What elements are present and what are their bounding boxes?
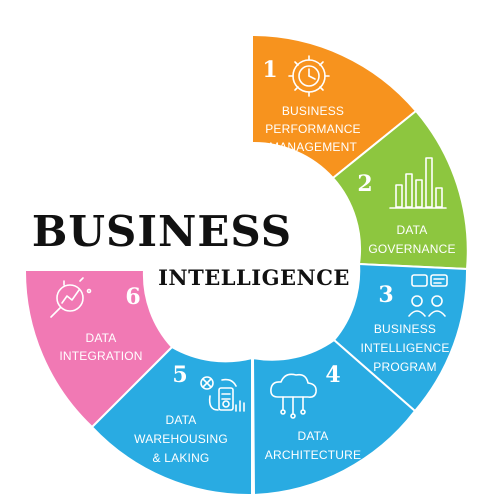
- segment-data-architecture: 4 DATA ARCHITECTURE: [251, 338, 417, 497]
- segment-number: 5: [172, 362, 187, 388]
- diagram-subtitle: INTELLIGENCE: [158, 265, 350, 290]
- bar-chart-icon: [389, 157, 447, 209]
- cloud-network-icon: [270, 373, 317, 419]
- people-chat-icon: [408, 274, 448, 317]
- segment-label-line: INTEGRATION: [59, 349, 142, 363]
- segment-number: 3: [378, 282, 393, 308]
- segment-data-governance: 2 DATA GOVERNANCE: [331, 109, 469, 271]
- magnifier-chart-icon: [50, 277, 92, 318]
- segment-number: 6: [125, 284, 140, 310]
- segment-label-line: ARCHITECTURE: [265, 448, 361, 462]
- segment-label-line: PERFORMANCE: [265, 122, 361, 136]
- segment-label-line: MANAGEMENT: [269, 140, 357, 154]
- segment-business-performance-management: 1 BUSINESS PERFORMANCE MANAGEMENT: [251, 33, 418, 180]
- segment-number: 1: [262, 57, 277, 83]
- segment-business-intelligence-program: 3 BUSINESS INTELLIGENCE PROGRAM: [332, 262, 469, 413]
- segment-label-line: WAREHOUSING: [134, 432, 228, 446]
- segment-label-line: DATA: [165, 413, 196, 427]
- segment-data-integration: 6 DATA INTEGRATION: [23, 269, 174, 429]
- segment-number: 2: [357, 171, 372, 197]
- segment-data-warehousing-and-laking: 5 DATA WAREHOUSING & LAKING: [90, 345, 253, 497]
- segment-label-line: GOVERNANCE: [368, 242, 455, 256]
- diagram-title: BUSINESS: [32, 207, 292, 256]
- segment-label-line: BUSINESS: [374, 322, 436, 336]
- segment-number: 4: [325, 362, 340, 388]
- segment-label-line: DATA: [297, 429, 328, 443]
- segment-label-line: INTELLIGENCE: [360, 341, 449, 355]
- segment-label-line: BUSINESS: [282, 104, 344, 118]
- database-settings-icon: [200, 376, 245, 412]
- segment-label-line: PROGRAM: [373, 360, 436, 374]
- segment-label-line: DATA: [85, 331, 116, 345]
- gear-clock-icon: [288, 55, 330, 97]
- segment-label-line: DATA: [396, 223, 427, 237]
- segment-label-line: & LAKING: [153, 451, 210, 465]
